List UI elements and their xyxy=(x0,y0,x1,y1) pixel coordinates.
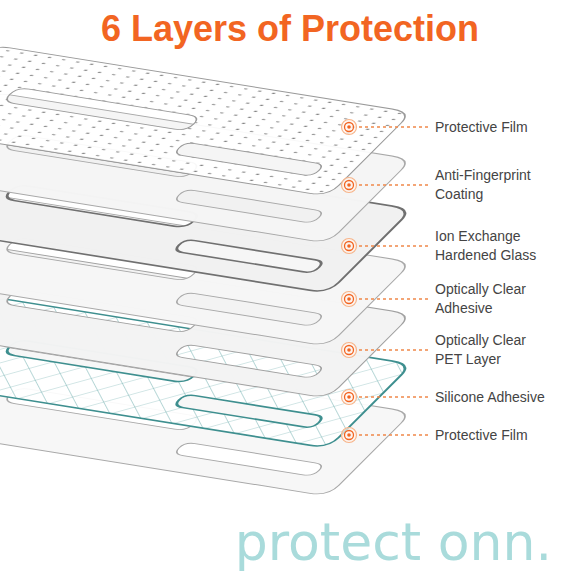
target-ring xyxy=(345,181,354,190)
layer-base xyxy=(0,45,412,196)
layer-label: Optically Clear PET Layer xyxy=(435,331,545,369)
target-dot xyxy=(347,395,351,399)
target-dot xyxy=(347,433,351,437)
layer-label: Protective Film xyxy=(435,426,575,445)
layer-sheet xyxy=(0,45,412,196)
target-ring xyxy=(342,390,357,405)
layer-label: Protective Film xyxy=(435,118,575,137)
protection-layer xyxy=(0,45,412,196)
layer-label: Silicone Adhesive xyxy=(435,388,575,407)
target-ring xyxy=(345,295,354,304)
target-ring xyxy=(345,431,354,440)
target-ring xyxy=(345,346,354,355)
layer-label: Optically Clear Adhesive xyxy=(435,280,555,318)
target-dot xyxy=(347,244,351,248)
target-ring xyxy=(342,178,357,193)
target-ring xyxy=(342,120,357,135)
target-dot xyxy=(347,183,351,187)
diagram-title: 6 Layers of Protection xyxy=(0,8,580,50)
target-ring xyxy=(345,242,354,251)
leader-line xyxy=(359,396,428,397)
target-ring xyxy=(342,343,357,358)
target-dot xyxy=(347,348,351,352)
leader-line xyxy=(359,298,428,299)
leader-line xyxy=(359,245,428,246)
target-dot xyxy=(347,297,351,301)
target-ring xyxy=(342,428,357,443)
target-ring xyxy=(345,123,354,132)
leader-line xyxy=(359,126,428,127)
layer-label: Ion Exchange Hardened Glass xyxy=(435,227,555,265)
layer-label: Anti-Fingerprint Coating xyxy=(435,166,560,204)
leader-line xyxy=(359,349,428,350)
target-ring xyxy=(342,292,357,307)
target-ring xyxy=(342,239,357,254)
brand-logo: protect onn. xyxy=(235,512,552,572)
target-dot xyxy=(347,125,351,129)
target-ring xyxy=(345,393,354,402)
leader-line xyxy=(359,434,428,435)
leader-line xyxy=(359,184,428,185)
